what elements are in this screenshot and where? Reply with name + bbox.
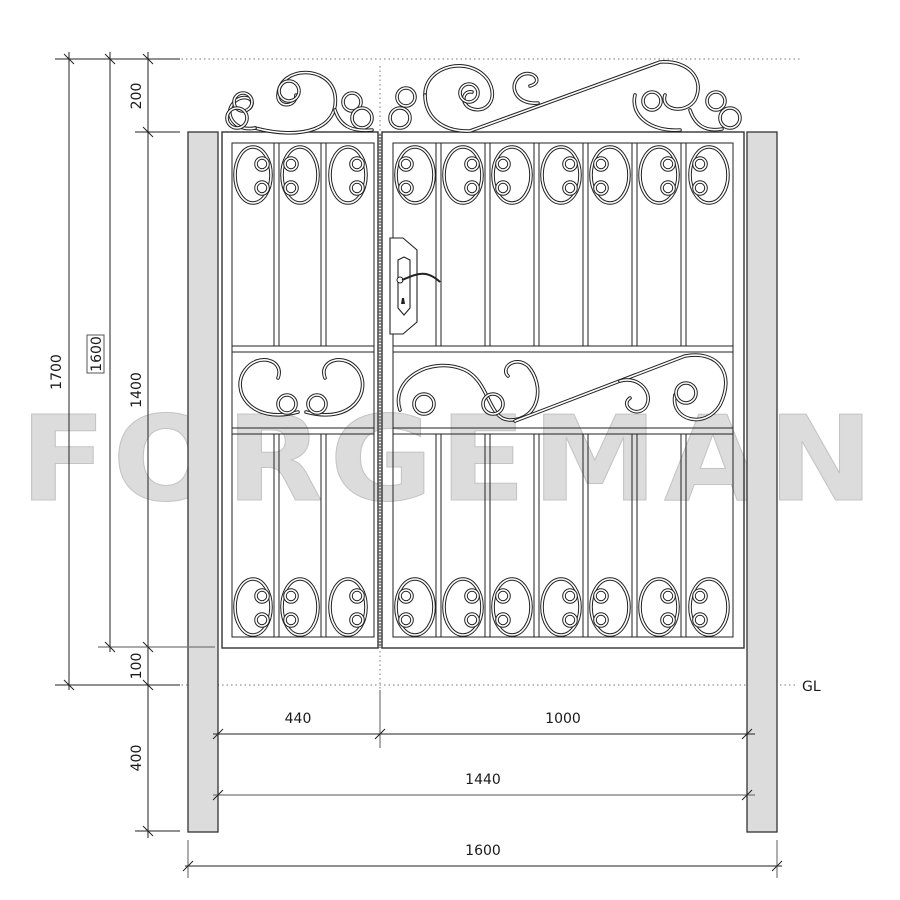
ground-level-label: GL xyxy=(802,679,821,695)
dim-left-leaf: 440 xyxy=(285,711,312,727)
dim-gate-height: 1600 xyxy=(89,336,105,372)
dim-overall-height: 1700 xyxy=(49,354,65,390)
top-scroll-curls xyxy=(254,156,708,196)
dim-top-decor: 200 xyxy=(129,83,145,110)
bottom-scroll-row xyxy=(233,577,730,637)
dim-leaf-height: 1400 xyxy=(129,372,145,408)
dim-post-embedment: 400 xyxy=(129,745,145,772)
top-scroll-row xyxy=(233,145,730,205)
left-post xyxy=(187,131,219,833)
dim-opening-width: 1440 xyxy=(465,772,501,788)
vertical-dimension-lines xyxy=(55,52,215,838)
top-decor-left xyxy=(225,70,374,135)
left-leaf-bars xyxy=(273,143,327,637)
leaf-height-bg xyxy=(130,368,146,408)
right-post xyxy=(746,131,778,833)
dim-ground-clearance: 100 xyxy=(129,653,145,680)
watermark-text: FORGEMAN xyxy=(20,390,880,528)
dim-right-leaf: 1000 xyxy=(545,711,581,727)
gate-height-box xyxy=(86,334,105,374)
gate-frame xyxy=(221,131,745,649)
right-leaf-bars xyxy=(435,143,687,637)
lock-handle-icon xyxy=(389,237,441,335)
right-middle-scroll xyxy=(396,353,728,423)
top-decor-right xyxy=(388,60,742,133)
left-middle-scroll xyxy=(238,358,365,417)
horizontal-dimension-lines xyxy=(182,690,783,878)
dim-overall-width: 1600 xyxy=(465,843,501,859)
